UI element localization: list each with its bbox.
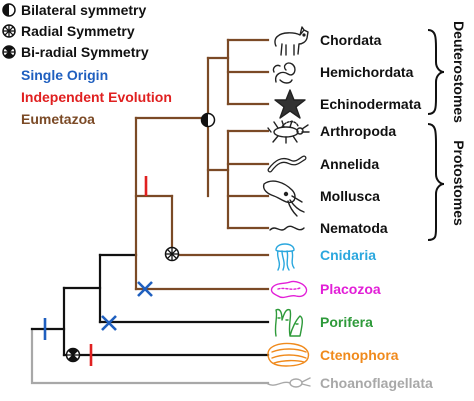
acorn-worm-icon: [272, 62, 296, 84]
label-annelida: Annelida: [320, 156, 379, 172]
taxon-labels: Chordata Hemichordata Echinodermata Arth…: [320, 32, 433, 391]
label-arthropoda: Arthropoda: [320, 123, 396, 139]
label-echinodermata: Echinodermata: [320, 96, 421, 112]
jellyfish-icon: [275, 243, 295, 271]
tree-branches: [30, 38, 270, 385]
deuterostomes-bracket: [427, 29, 445, 115]
earthworm-icon: [267, 155, 307, 173]
organism-illustrations: [262, 26, 311, 388]
legend-biradial-label: Bi-radial Symmetry: [21, 44, 149, 60]
label-nematoda: Nematoda: [320, 220, 388, 236]
branch-choanoflagellata: [30, 327, 270, 385]
group-labels: Deuterostomes Protostomes: [451, 21, 467, 226]
label-placozoa: Placozoa: [320, 281, 381, 297]
label-choanoflagellata: Choanoflagellata: [320, 375, 433, 391]
bilateral-node-icon: [200, 112, 216, 128]
label-deuterostomes: Deuterostomes: [451, 21, 467, 123]
legend-single-origin-label: Single Origin: [21, 67, 108, 83]
label-porifera: Porifera: [320, 314, 373, 330]
biradial-symmetry-icon: [2, 45, 16, 59]
dog-icon: [274, 26, 309, 56]
nematode-icon: [269, 225, 305, 231]
placozoa-icon: [270, 280, 308, 299]
protostomes-bracket: [427, 123, 445, 241]
label-protostomes: Protostomes: [451, 140, 467, 226]
sponge-icon: [274, 308, 303, 337]
insect-icon: [267, 120, 310, 144]
comb-jelly-icon: [267, 342, 310, 367]
label-chordata: Chordata: [320, 32, 382, 48]
loss-x-mark-placozoa: [137, 281, 153, 297]
label-mollusca: Mollusca: [320, 188, 380, 204]
group-brackets: [427, 29, 445, 241]
choanoflagellate-icon: [267, 377, 311, 388]
legend: Bilateral symmetry Radial Symmetry Bi-ra…: [2, 2, 172, 127]
starfish-icon: [274, 89, 306, 119]
legend-bilateral-label: Bilateral symmetry: [21, 2, 147, 18]
label-ctenophora: Ctenophora: [320, 347, 399, 363]
bilateral-symmetry-icon: [2, 3, 16, 17]
label-hemichordata: Hemichordata: [320, 64, 414, 80]
biradial-node-icon: [65, 347, 81, 363]
tree-markers: [43, 112, 216, 366]
legend-independent-label: Independent Evolution: [21, 89, 172, 105]
loss-x-mark-porifera: [101, 315, 117, 331]
radial-symmetry-icon: [2, 24, 16, 38]
label-cnidaria: Cnidaria: [320, 247, 376, 263]
radial-node-icon: [164, 246, 180, 262]
squid-icon: [262, 180, 305, 217]
legend-radial-label: Radial Symmetry: [21, 23, 135, 39]
legend-eumetazoa-label: Eumetazoa: [21, 111, 95, 127]
